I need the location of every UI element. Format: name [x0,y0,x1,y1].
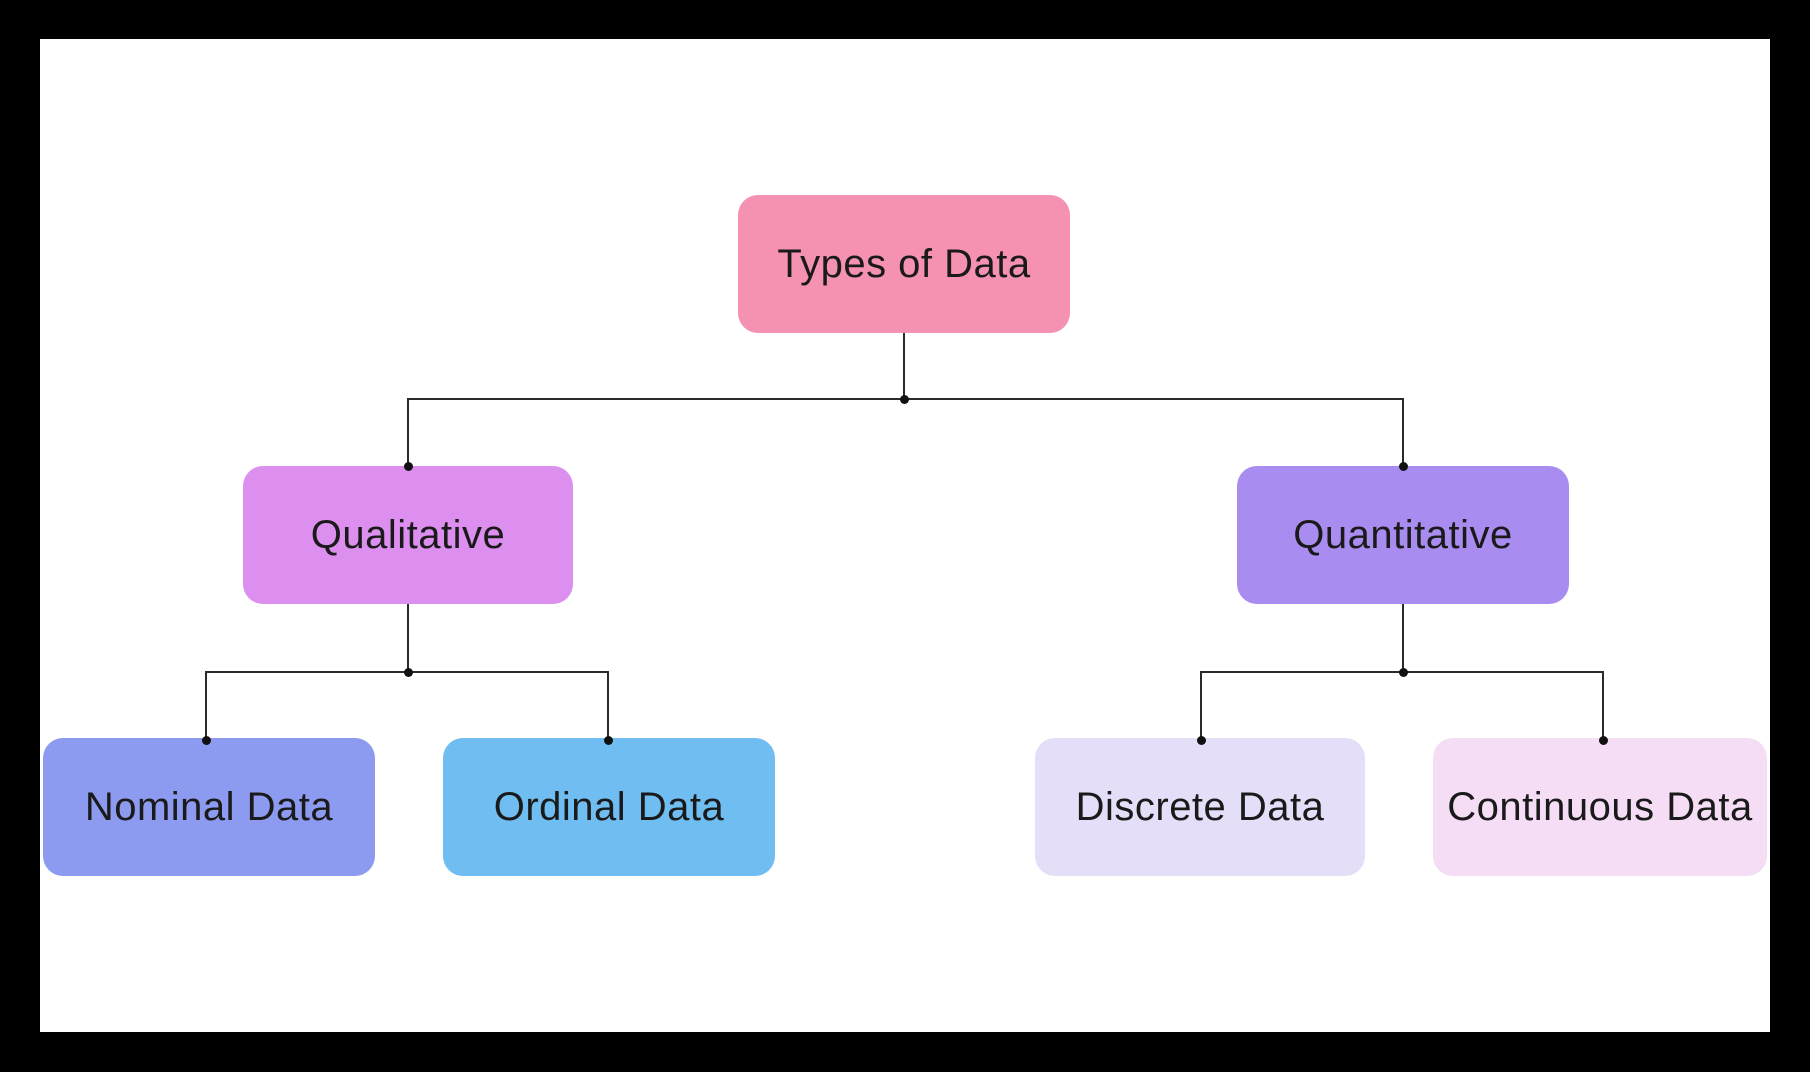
node-types-of-data: Types of Data [738,195,1070,333]
edge-junction-dot [900,395,909,404]
edge-endpoint-dot [604,736,613,745]
edge-endpoint-dot [1197,736,1206,745]
edge-endpoint-dot [1599,736,1608,745]
edge-root-qualitative-line [407,398,409,466]
edge-quantitative-stem-line [1402,604,1404,672]
edge-junction-dot [404,668,413,677]
node-ordinal-data-label: Ordinal Data [493,784,725,829]
node-nominal-data-label: Nominal Data [84,784,334,829]
node-discrete-data-label: Discrete Data [1075,784,1325,829]
node-qualitative-label: Qualitative [310,512,506,557]
node-continuous-data-label: Continuous Data [1447,784,1753,829]
node-ordinal-data: Ordinal Data [443,738,775,876]
node-qualitative: Qualitative [243,466,573,604]
edge-root-stem-line [903,333,905,399]
node-continuous-data: Continuous Data [1433,738,1767,876]
edge-quantitative-discrete-line [1200,671,1202,739]
node-quantitative-label: Quantitative [1293,512,1513,557]
edge-quantitative-continuous-line [1602,671,1604,739]
node-quantitative: Quantitative [1237,466,1569,604]
edge-endpoint-dot [404,462,413,471]
node-discrete-data: Discrete Data [1035,738,1365,876]
node-nominal-data: Nominal Data [43,738,375,876]
edge-qualitative-ordinal-line [607,671,609,739]
edge-endpoint-dot [1399,462,1408,471]
edge-endpoint-dot [202,736,211,745]
edge-junction-dot [1399,668,1408,677]
edge-qualitative-nominal-line [205,671,207,739]
node-types-of-data-label: Types of Data [777,241,1031,286]
edge-root-quantitative-line [1402,398,1404,466]
edge-qualitative-stem-line [407,604,409,672]
